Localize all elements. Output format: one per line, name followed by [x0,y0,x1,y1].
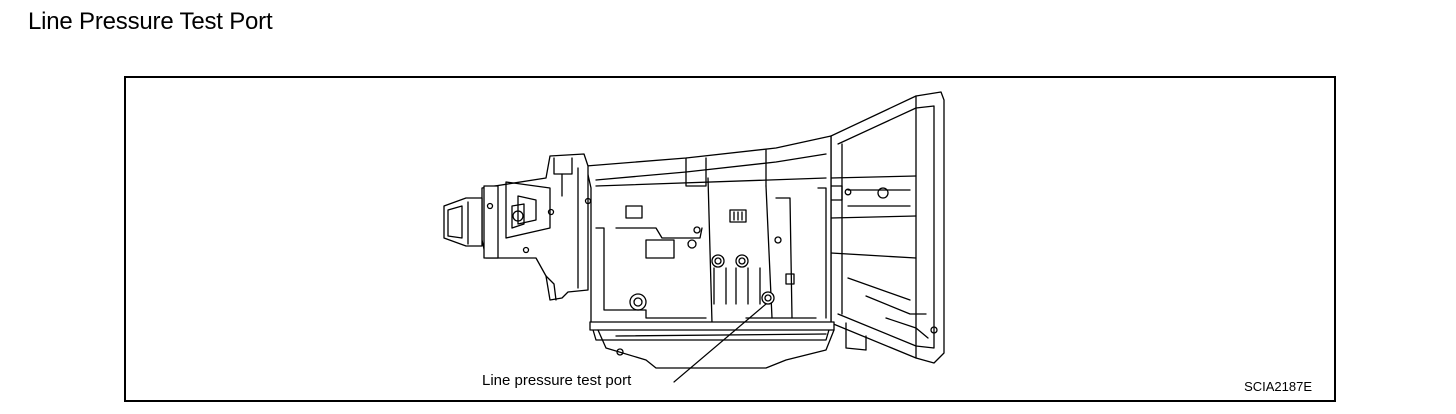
figure-code: SCIA2187E [1244,379,1312,394]
bell-housing [825,91,945,364]
callout-label: Line pressure test port [482,372,632,389]
front-housing [481,153,592,301]
transmission-illustration [443,91,945,383]
bolt-bosses [629,226,782,311]
output-flange [443,185,525,259]
figure-frame: Line pressure test port SCIA2187E [124,76,1336,402]
page-title: Line Pressure Test Port [28,8,273,35]
transmission-case [585,135,832,341]
line-pressure-test-port [761,291,775,305]
oil-pan [589,321,835,369]
callout-leader-line [673,303,767,383]
